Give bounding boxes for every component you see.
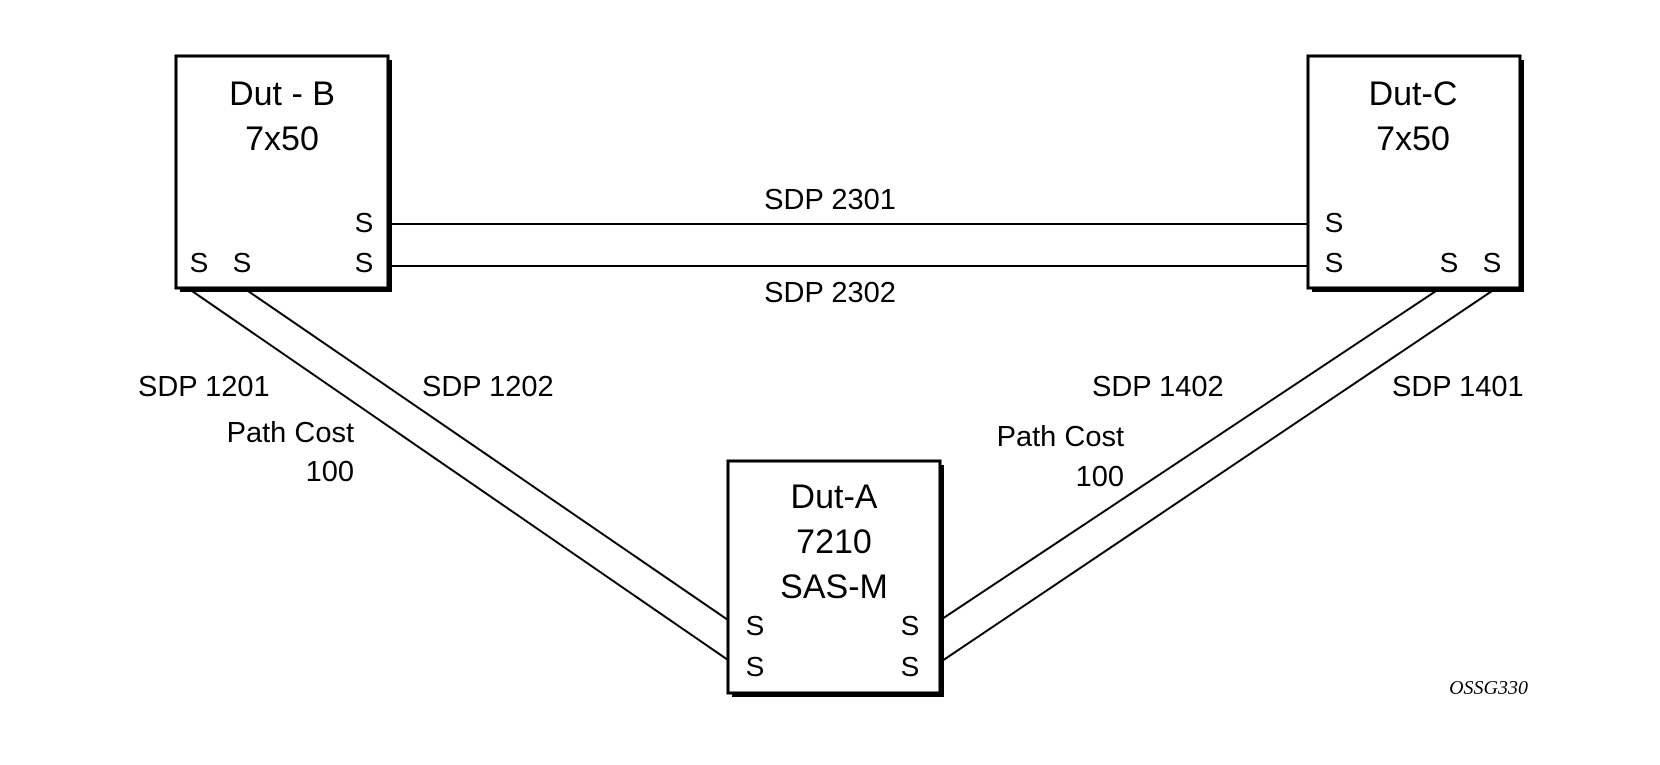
link-sdp-1401 (941, 290, 1493, 662)
link-sdp-1402 (941, 290, 1437, 620)
path-cost-right-value: 100 (1076, 461, 1124, 493)
node-dut-c-name: Dut-C (1369, 75, 1458, 113)
port-b-1201: S (190, 247, 209, 278)
port-a-1401: S (901, 651, 920, 682)
node-dut-a-model: 7210 (796, 523, 872, 561)
node-dut-c-model: 7x50 (1376, 120, 1450, 158)
port-b-2301: S (355, 207, 374, 238)
node-dut-a: Dut-A 7210 SAS-M S S S S (726, 459, 944, 697)
label-sdp-2301: SDP 2301 (764, 184, 896, 216)
node-dut-a-name: Dut-A (791, 478, 878, 516)
path-cost-left-label: Path Cost (227, 417, 354, 449)
node-dut-b-model: 7x50 (245, 120, 319, 158)
path-cost-right-label: Path Cost (997, 421, 1124, 453)
node-dut-b: Dut - B 7x50 S S S S (174, 54, 392, 292)
port-b-1202: S (233, 247, 252, 278)
port-a-1402: S (901, 610, 920, 641)
node-dut-c: Dut-C 7x50 S S S S (1306, 54, 1524, 292)
port-c-2301: S (1325, 207, 1344, 238)
node-dut-b-name: Dut - B (229, 75, 335, 113)
label-sdp-2302: SDP 2302 (764, 277, 896, 309)
link-sdp-1201 (191, 290, 729, 661)
port-a-1202: S (746, 610, 765, 641)
port-c-2302: S (1325, 247, 1344, 278)
label-sdp-1201: SDP 1201 (138, 371, 270, 403)
port-c-1402: S (1440, 247, 1459, 278)
link-sdp-1202 (247, 290, 729, 621)
label-sdp-1202: SDP 1202 (422, 371, 554, 403)
port-c-1401: S (1483, 247, 1502, 278)
label-sdp-1402: SDP 1402 (1092, 371, 1224, 403)
label-sdp-1401: SDP 1401 (1392, 371, 1524, 403)
path-cost-left-value: 100 (306, 456, 354, 488)
port-b-2302: S (355, 247, 374, 278)
port-a-1201: S (746, 651, 765, 682)
figure-id: OSSG330 (1449, 677, 1528, 699)
node-dut-a-model2: SAS-M (780, 568, 888, 606)
